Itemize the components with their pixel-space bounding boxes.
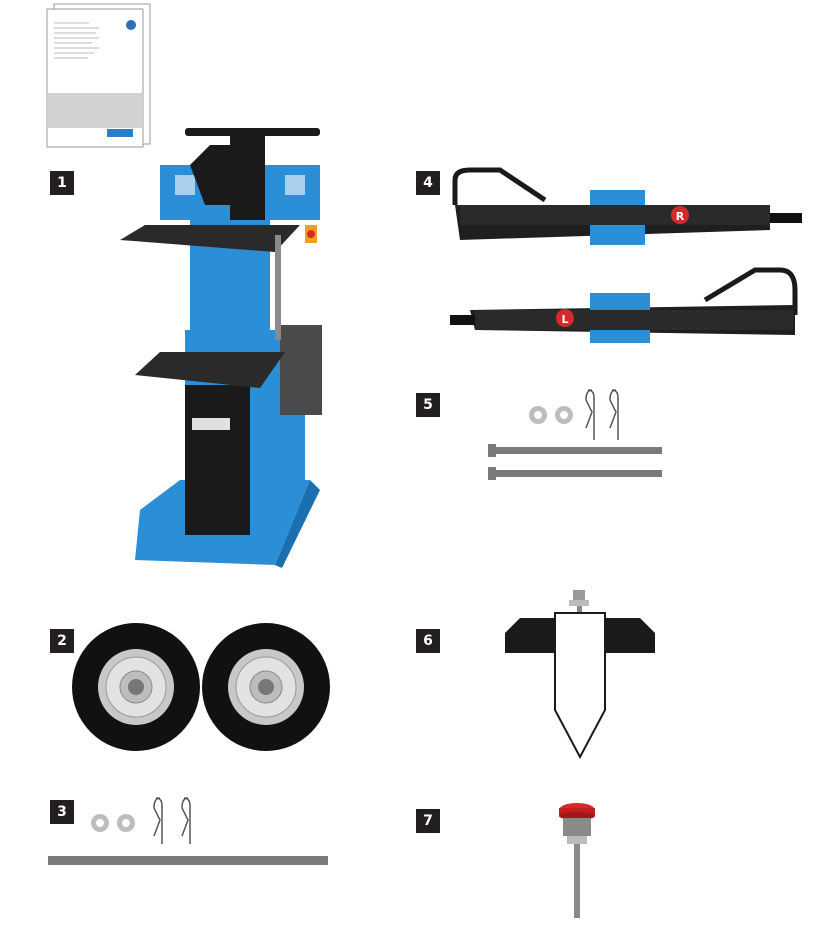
rail-right-label: R: [676, 210, 685, 223]
wheels-illustration: [72, 623, 330, 751]
rails-illustration: R L: [450, 167, 802, 343]
part-number-1: 1: [50, 171, 74, 195]
oil-dipstick-illustration: [559, 803, 595, 918]
part-number-4: 4: [416, 171, 440, 195]
part-number-7: 7: [416, 809, 440, 833]
part-number-6: 6: [416, 629, 440, 653]
axle-kit-illustration: [48, 797, 328, 865]
rail-left-label: L: [561, 313, 568, 326]
bolts-kit-illustration: [488, 389, 662, 480]
log-splitter-illustration: [120, 128, 322, 568]
part-number-5: 5: [416, 393, 440, 417]
part-number-2: 2: [50, 629, 74, 653]
manual-booklet-icon: [46, 3, 151, 148]
splitting-wedge-illustration: [505, 590, 655, 760]
part-number-3: 3: [50, 800, 74, 824]
